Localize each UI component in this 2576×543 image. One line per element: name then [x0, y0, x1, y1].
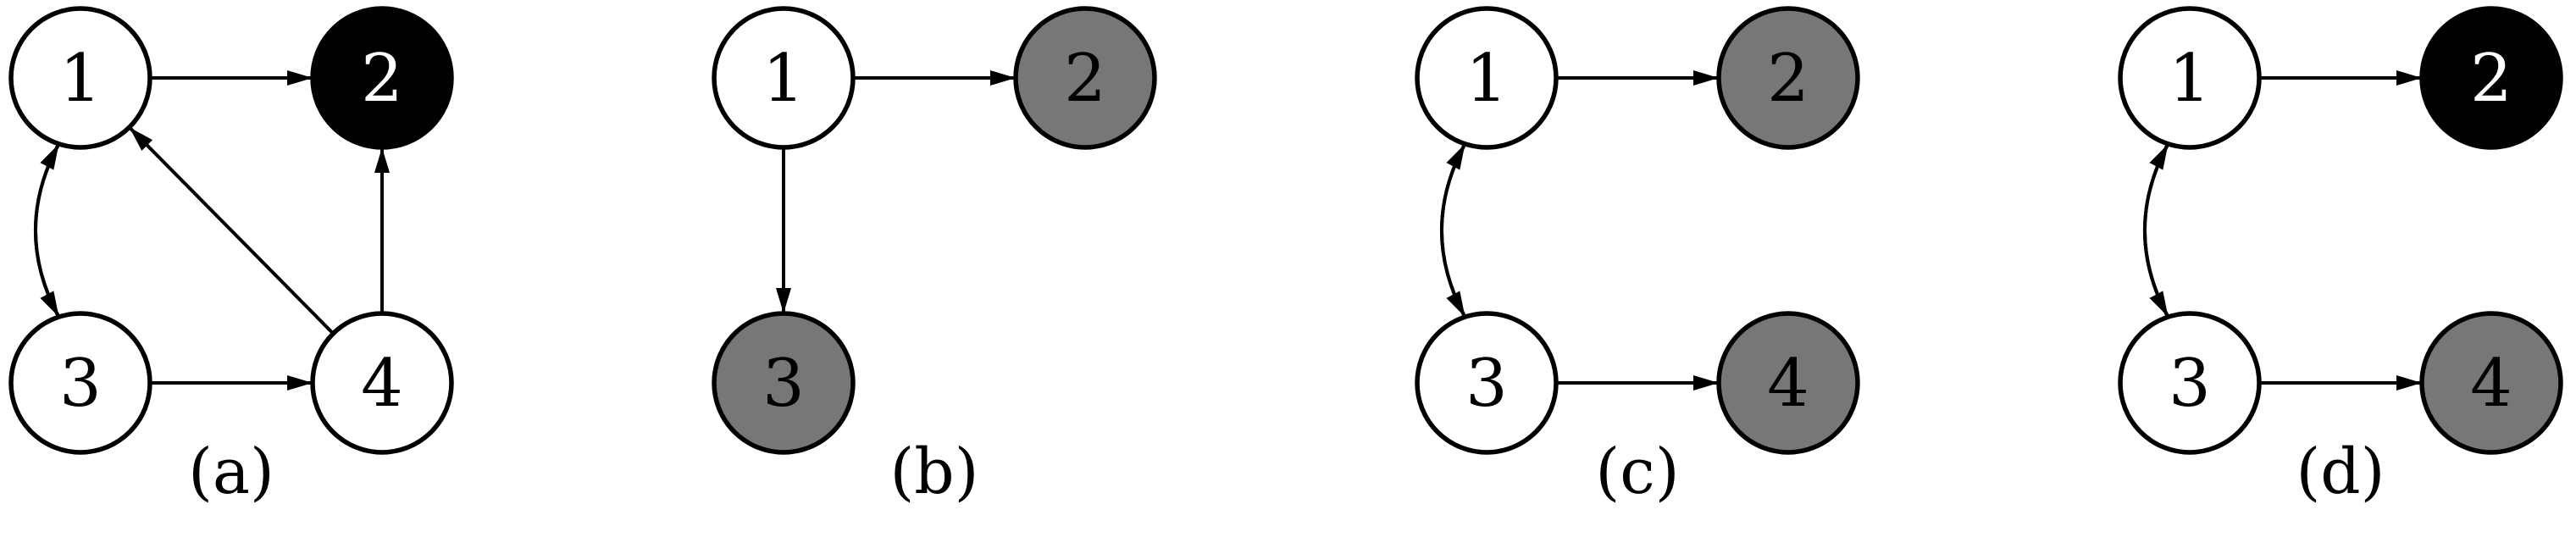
- node-circle: [8, 6, 152, 150]
- node-label: 4: [361, 346, 403, 422]
- node-label: 1: [2169, 41, 2211, 117]
- node-label: 1: [762, 41, 805, 117]
- panel-caption: (d): [2296, 435, 2385, 508]
- node-label: 3: [1465, 346, 1508, 422]
- node-3: 3: [8, 311, 152, 455]
- node-label: 4: [2470, 346, 2512, 422]
- node-circle: [712, 6, 856, 150]
- node-2: 2: [1716, 6, 1860, 150]
- edge-3-to-1: [1440, 143, 1466, 319]
- panel-d: 1 2 3 4 (d): [2118, 6, 2563, 508]
- node-label: 2: [361, 41, 403, 117]
- node-circle: [712, 311, 856, 455]
- node-3: 3: [2118, 311, 2262, 455]
- node-1: 1: [2118, 6, 2262, 150]
- node-circle: [8, 311, 152, 455]
- node-4: 4: [1716, 311, 1860, 455]
- node-circle: [1415, 311, 1559, 455]
- panel-caption: (a): [188, 435, 274, 508]
- node-2: 2: [310, 6, 454, 150]
- node-1: 1: [8, 6, 152, 150]
- edge-4-to-1: [129, 127, 335, 335]
- node-2: 2: [2419, 6, 2563, 150]
- node-circle: [2419, 6, 2563, 150]
- node-label: 2: [1767, 41, 1809, 117]
- node-4: 4: [310, 311, 454, 455]
- panel-caption: (c): [1595, 435, 1679, 508]
- node-circle: [310, 6, 454, 150]
- node-1: 1: [712, 6, 856, 150]
- node-label: 1: [59, 41, 102, 117]
- node-circle: [310, 311, 454, 455]
- node-3: 3: [712, 311, 856, 455]
- node-4: 4: [2419, 311, 2563, 455]
- node-circle: [2118, 6, 2262, 150]
- node-label: 1: [1465, 41, 1508, 117]
- node-circle: [2419, 311, 2563, 455]
- panel-a: 1 2 3 4 (a): [8, 6, 454, 508]
- edge-3-to-1: [2143, 143, 2169, 319]
- panel-c: 1 2 3 4 (c): [1415, 6, 1860, 508]
- node-1: 1: [1415, 6, 1559, 150]
- panel-b: 1 2 3 (b): [712, 6, 1157, 508]
- node-label: 2: [1064, 41, 1106, 117]
- node-circle: [1415, 6, 1559, 150]
- node-label: 3: [59, 346, 102, 422]
- edge-3-to-1: [34, 143, 60, 319]
- node-circle: [1716, 311, 1860, 455]
- node-circle: [1716, 6, 1860, 150]
- node-2: 2: [1013, 6, 1157, 150]
- node-circle: [2118, 311, 2262, 455]
- node-3: 3: [1415, 311, 1559, 455]
- node-label: 3: [2169, 346, 2211, 422]
- node-label: 2: [2470, 41, 2512, 117]
- node-label: 4: [1767, 346, 1809, 422]
- node-label: 3: [762, 346, 805, 422]
- node-circle: [1013, 6, 1157, 150]
- panel-caption: (b): [889, 435, 978, 508]
